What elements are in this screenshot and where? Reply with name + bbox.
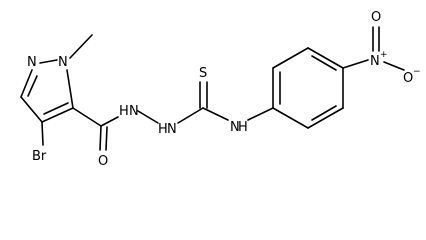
atom-hydrazide-h-2: H — [158, 122, 168, 137]
bond-cs-nh — [202, 107, 229, 121]
bond-ring-nitro — [342, 59, 369, 69]
bond-n1-n2 — [39, 59, 58, 64]
bond-nh-nh — [137, 110, 159, 124]
bond-carbonyl-o-double — [105, 126, 108, 151]
atom-hydrazide-n-2: N — [167, 122, 177, 137]
atom-bromine: Br — [32, 149, 47, 164]
bond-n1-c5-inner — [27, 75, 38, 97]
chemical-structure-diagram: N N Br O H N H N S N H N + O O − — [20, 10, 421, 169]
bond-ar-inner-b — [311, 55, 337, 71]
bond-c5-c4 — [20, 96, 43, 123]
nitro-minus-charge: − — [413, 67, 421, 77]
atom-nitro-n: N — [370, 54, 380, 69]
bond-c4-br — [41, 121, 44, 146]
bond-nitro-o-right — [383, 61, 405, 71]
bond-c4-c3-inner — [43, 102, 69, 115]
atom-thione-sulfur: S — [199, 66, 207, 81]
pyrazole-ring — [20, 59, 74, 123]
atom-n-pyrazole-methyl: N — [58, 55, 68, 70]
atom-hydrazide-n-1: N — [129, 104, 139, 119]
bond-ar-inner-c — [311, 105, 337, 121]
bond-ar-6 — [272, 107, 309, 129]
nitro-plus-charge: + — [380, 50, 388, 60]
atom-anilide-n: N — [230, 120, 240, 135]
bond-ar-5 — [307, 107, 344, 129]
bond-n1-c5 — [20, 69, 33, 98]
bond-ar-3 — [307, 47, 344, 69]
bond-carbonyl-o — [99, 125, 102, 151]
bond-c4-c3 — [41, 107, 74, 123]
bond-nh-ring — [247, 107, 274, 121]
bond-ar-2 — [272, 47, 309, 69]
atom-nitro-o-top: O — [371, 10, 381, 25]
atom-carbonyl-oxygen: O — [98, 154, 108, 169]
bond-c3-carbonyl — [72, 107, 102, 127]
bond-n-methyl — [69, 34, 93, 59]
bond-carbonyl-nh — [100, 116, 119, 127]
benzene-ring — [272, 47, 344, 129]
atom-hydrazide-h-1: H — [119, 104, 129, 119]
bond-c3-n2 — [66, 69, 74, 109]
atom-n-pyrazole: N — [27, 55, 37, 70]
bond-nh-cs — [177, 107, 204, 124]
atom-nitro-o-right: O — [403, 71, 413, 86]
atom-anilide-h: H — [238, 120, 248, 135]
